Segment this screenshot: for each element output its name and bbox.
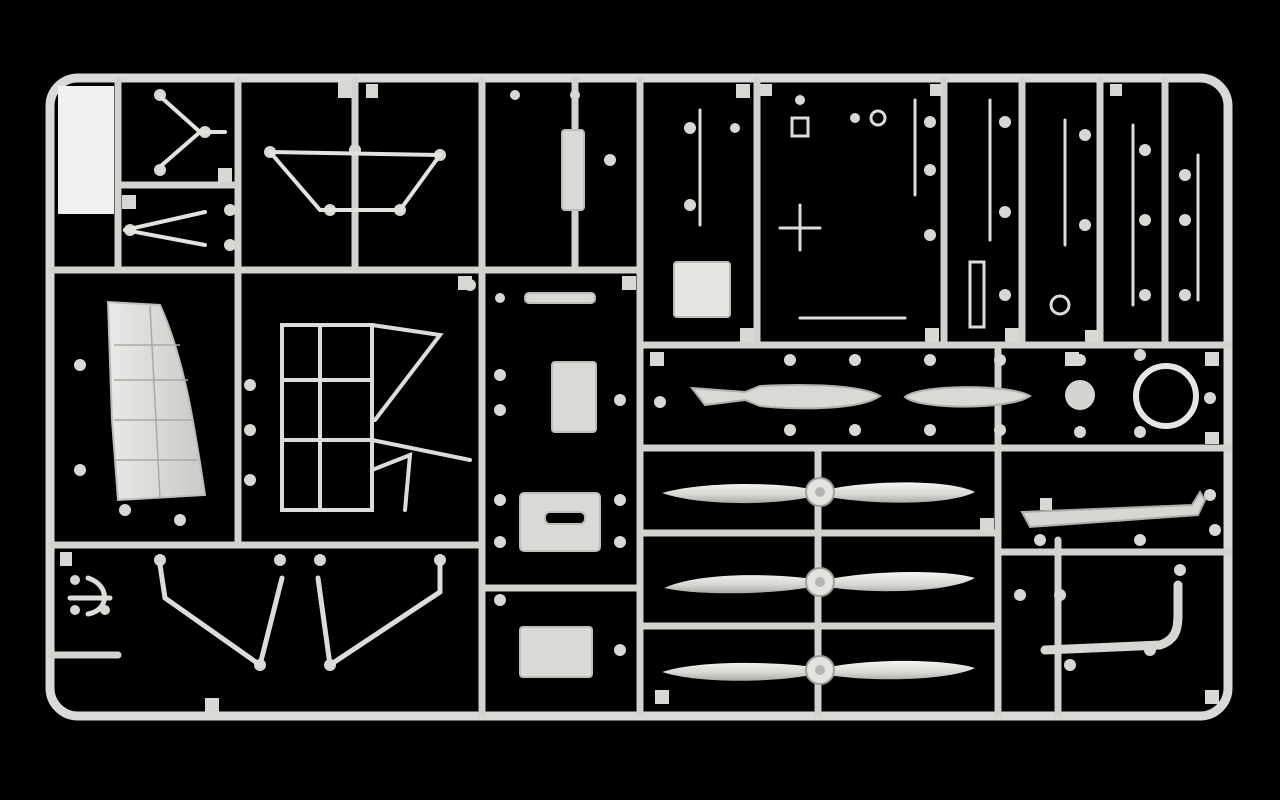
long-parts-right bbox=[1020, 490, 1207, 655]
wheel-ring-part bbox=[1133, 363, 1199, 429]
strut-parts-top-left bbox=[123, 96, 442, 247]
propeller-3 bbox=[662, 655, 975, 685]
propeller-1 bbox=[662, 477, 975, 507]
sprue-runners bbox=[48, 76, 1232, 718]
frame-structure-part bbox=[280, 323, 472, 512]
sprue-tabs bbox=[60, 82, 1219, 712]
propeller-parts bbox=[662, 477, 975, 685]
wheel-parts bbox=[1065, 363, 1199, 429]
rectangle-panel-part bbox=[58, 86, 114, 214]
landing-gear-struts bbox=[67, 562, 443, 670]
wheel-hub-part bbox=[1065, 380, 1095, 410]
fuselage-panel-lines bbox=[114, 305, 198, 499]
small-fittings bbox=[698, 98, 1200, 329]
propeller-2 bbox=[664, 567, 975, 597]
center-column-parts bbox=[519, 129, 731, 678]
pod-parts bbox=[689, 384, 1032, 410]
fuselage-panel-part bbox=[106, 300, 207, 502]
